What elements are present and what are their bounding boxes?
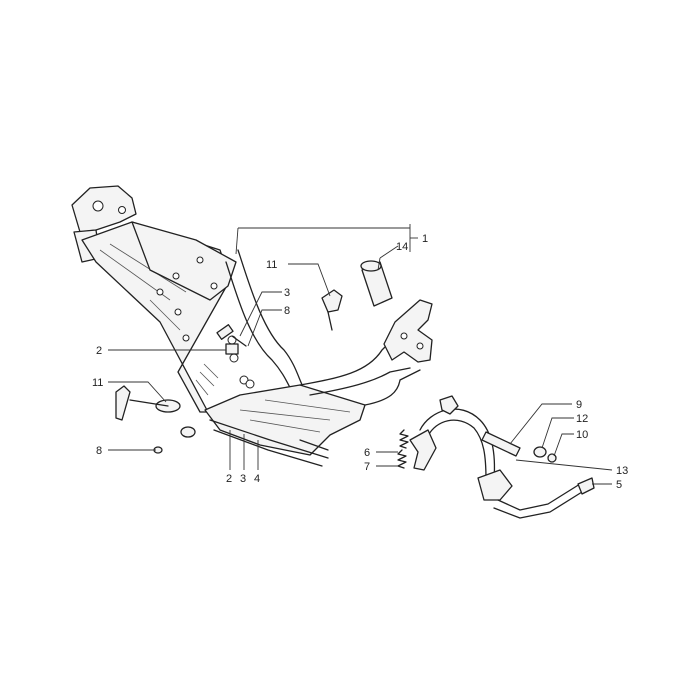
frame-assembly — [71, 185, 433, 467]
callout-2-bottom: 2 — [226, 473, 232, 485]
part-2-left-bolt — [225, 343, 239, 355]
callout-5: 5 — [616, 479, 622, 491]
callout-7: 7 — [364, 461, 370, 473]
part-11-top-bracket — [321, 289, 343, 331]
leader-lines — [108, 224, 613, 485]
part-11-left-pin — [115, 385, 181, 421]
callout-6: 6 — [364, 447, 370, 459]
part-3-8-top-bolt — [216, 324, 247, 347]
callout-labels: 1 14 11 3 8 2 11 8 2 3 4 6 7 9 12 10 13 … — [92, 233, 628, 491]
callout-9: 9 — [576, 399, 582, 411]
callout-10: 10 — [576, 429, 588, 441]
callout-3-top: 3 — [284, 287, 290, 299]
center-stand — [409, 395, 595, 519]
callout-14: 14 — [396, 241, 408, 253]
callout-12: 12 — [576, 413, 588, 425]
parts-6-7-springs — [397, 429, 409, 469]
callout-1: 1 — [422, 233, 428, 245]
callout-2-left: 2 — [96, 345, 102, 357]
part-8-left-washer — [153, 426, 196, 454]
callout-11-left: 11 — [92, 377, 103, 389]
part-9-pin — [481, 431, 521, 457]
callout-11-top: 11 — [266, 259, 277, 271]
callout-8-left: 8 — [96, 445, 102, 457]
part-14-tube — [360, 260, 393, 307]
callout-13: 13 — [616, 465, 628, 477]
part-12-10-fasteners — [533, 446, 557, 463]
callout-8-top: 8 — [284, 305, 290, 317]
callout-4-bottom: 4 — [254, 473, 260, 485]
callout-3-bottom: 3 — [240, 473, 246, 485]
